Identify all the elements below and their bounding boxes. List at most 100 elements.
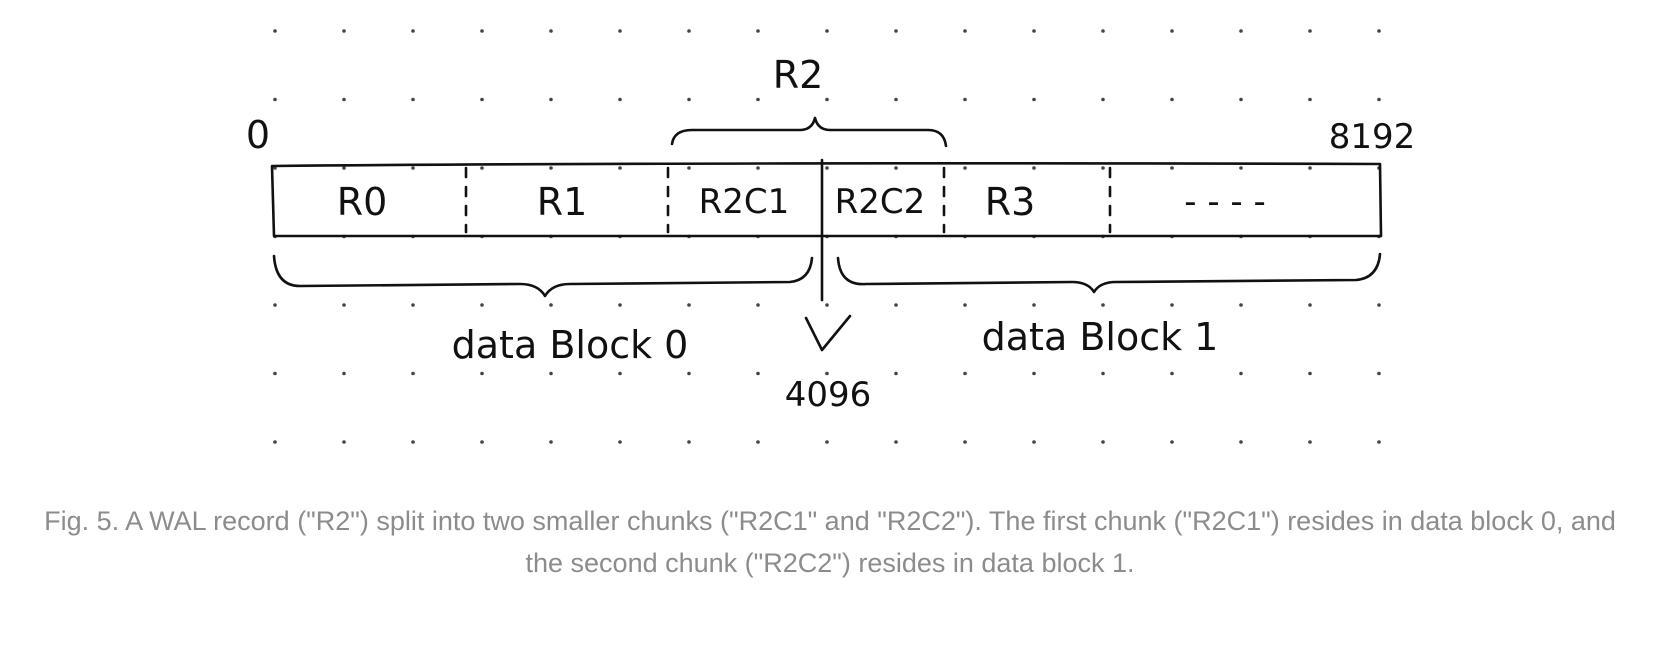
grid-dot — [549, 166, 553, 170]
grid-dot — [756, 371, 760, 376]
grid-dot — [894, 29, 898, 33]
grid-dot — [687, 97, 691, 102]
grid-dot — [273, 29, 277, 33]
figure-caption: Fig. 5. A WAL record ("R2") split into t… — [44, 506, 1616, 578]
record-r2-brace — [670, 116, 948, 148]
grid-dot — [342, 29, 346, 33]
grid-dot — [1377, 303, 1381, 307]
grid-dot — [618, 29, 622, 33]
grid-dot — [411, 97, 415, 102]
grid-dot — [963, 29, 967, 33]
grid-dot — [618, 371, 622, 376]
grid-dot — [618, 303, 622, 307]
grid-dot — [1377, 371, 1381, 376]
grid-dot — [963, 440, 967, 444]
cell-r2c1: R2C1 — [699, 182, 790, 222]
wal-record-split-diagram: R2 0 8192 R0 R1 R2C1 R2C2 R3 - - - - dat… — [246, 29, 1416, 444]
grid-dot — [1308, 29, 1312, 33]
grid-dot — [411, 371, 415, 376]
grid-dot — [1170, 29, 1174, 33]
grid-dot — [342, 97, 346, 102]
grid-dot — [1170, 371, 1174, 376]
record-r2-label: R2 — [773, 53, 824, 97]
grid-dot — [1101, 303, 1105, 307]
data-block-1-label: data Block 1 — [982, 315, 1219, 359]
grid-dot — [411, 303, 415, 307]
grid-dot — [1239, 371, 1243, 376]
cell-labels: R0 R1 R2C1 R2C2 R3 - - - - — [337, 180, 1266, 224]
grid-dot — [480, 166, 484, 170]
data-block-0-label: data Block 0 — [452, 323, 689, 367]
grid-dot — [342, 371, 346, 376]
grid-dot — [756, 440, 760, 444]
cell-r1: R1 — [537, 180, 588, 224]
grid-dot — [549, 29, 553, 33]
grid-dot — [1308, 440, 1312, 444]
grid-dot — [1101, 97, 1105, 102]
grid-dot — [825, 29, 829, 33]
grid-dot — [618, 440, 622, 444]
grid-dot — [342, 303, 346, 307]
grid-dot — [1101, 371, 1105, 376]
grid-dot — [480, 303, 484, 307]
split-offset-arrow-icon — [804, 314, 852, 352]
grid-dot — [894, 166, 898, 170]
block-strip-outline — [270, 162, 1383, 239]
grid-dot — [480, 371, 484, 376]
grid-dot — [1239, 97, 1243, 102]
split-offset-label: 4096 — [785, 375, 872, 415]
grid-dot — [411, 440, 415, 444]
grid-dot — [894, 303, 898, 307]
grid-dot — [480, 440, 484, 444]
grid-dot — [1308, 303, 1312, 307]
grid-dot — [1377, 440, 1381, 444]
grid-dot — [273, 371, 277, 376]
grid-dot — [756, 303, 760, 307]
cell-r2c2: R2C2 — [835, 182, 926, 222]
grid-dot — [1308, 166, 1312, 170]
end-offset-label: 8192 — [1329, 117, 1416, 157]
grid-dot — [1377, 97, 1381, 102]
grid-dot — [1239, 166, 1243, 170]
grid-dot — [963, 371, 967, 376]
grid-dot — [549, 97, 553, 102]
grid-dot — [618, 97, 622, 102]
grid-dot — [480, 29, 484, 33]
grid-dot — [1239, 440, 1243, 444]
data-block-0-brace — [272, 254, 814, 298]
grid-dot — [756, 97, 760, 102]
grid-dot — [549, 440, 553, 444]
grid-dot — [1170, 97, 1174, 102]
dot-grid-background — [273, 29, 1381, 444]
cell-r3: R3 — [985, 180, 1036, 224]
grid-dot — [1377, 29, 1381, 33]
grid-dot — [825, 371, 829, 376]
grid-dot — [1170, 440, 1174, 444]
grid-dot — [687, 166, 691, 170]
grid-dot — [411, 166, 415, 170]
grid-dot — [894, 97, 898, 102]
grid-dot — [963, 166, 967, 170]
grid-dot — [825, 440, 829, 444]
grid-dot — [1170, 303, 1174, 307]
grid-dot — [1308, 97, 1312, 102]
grid-dot — [1032, 29, 1036, 33]
grid-dot — [411, 29, 415, 33]
grid-dot — [1032, 371, 1036, 376]
grid-dot — [273, 97, 277, 102]
grid-dot — [756, 29, 760, 33]
grid-dot — [273, 440, 277, 444]
grid-dot — [756, 166, 760, 170]
grid-dot — [687, 440, 691, 444]
cell-r0: R0 — [337, 180, 388, 224]
grid-dot — [1032, 303, 1036, 307]
grid-dot — [549, 371, 553, 376]
grid-dot — [687, 371, 691, 376]
grid-dot — [1032, 166, 1036, 170]
grid-dot — [273, 303, 277, 307]
grid-dot — [1170, 166, 1174, 170]
grid-dot — [549, 303, 553, 307]
grid-dot — [1032, 440, 1036, 444]
grid-dot — [480, 97, 484, 102]
grid-dot — [825, 97, 829, 102]
